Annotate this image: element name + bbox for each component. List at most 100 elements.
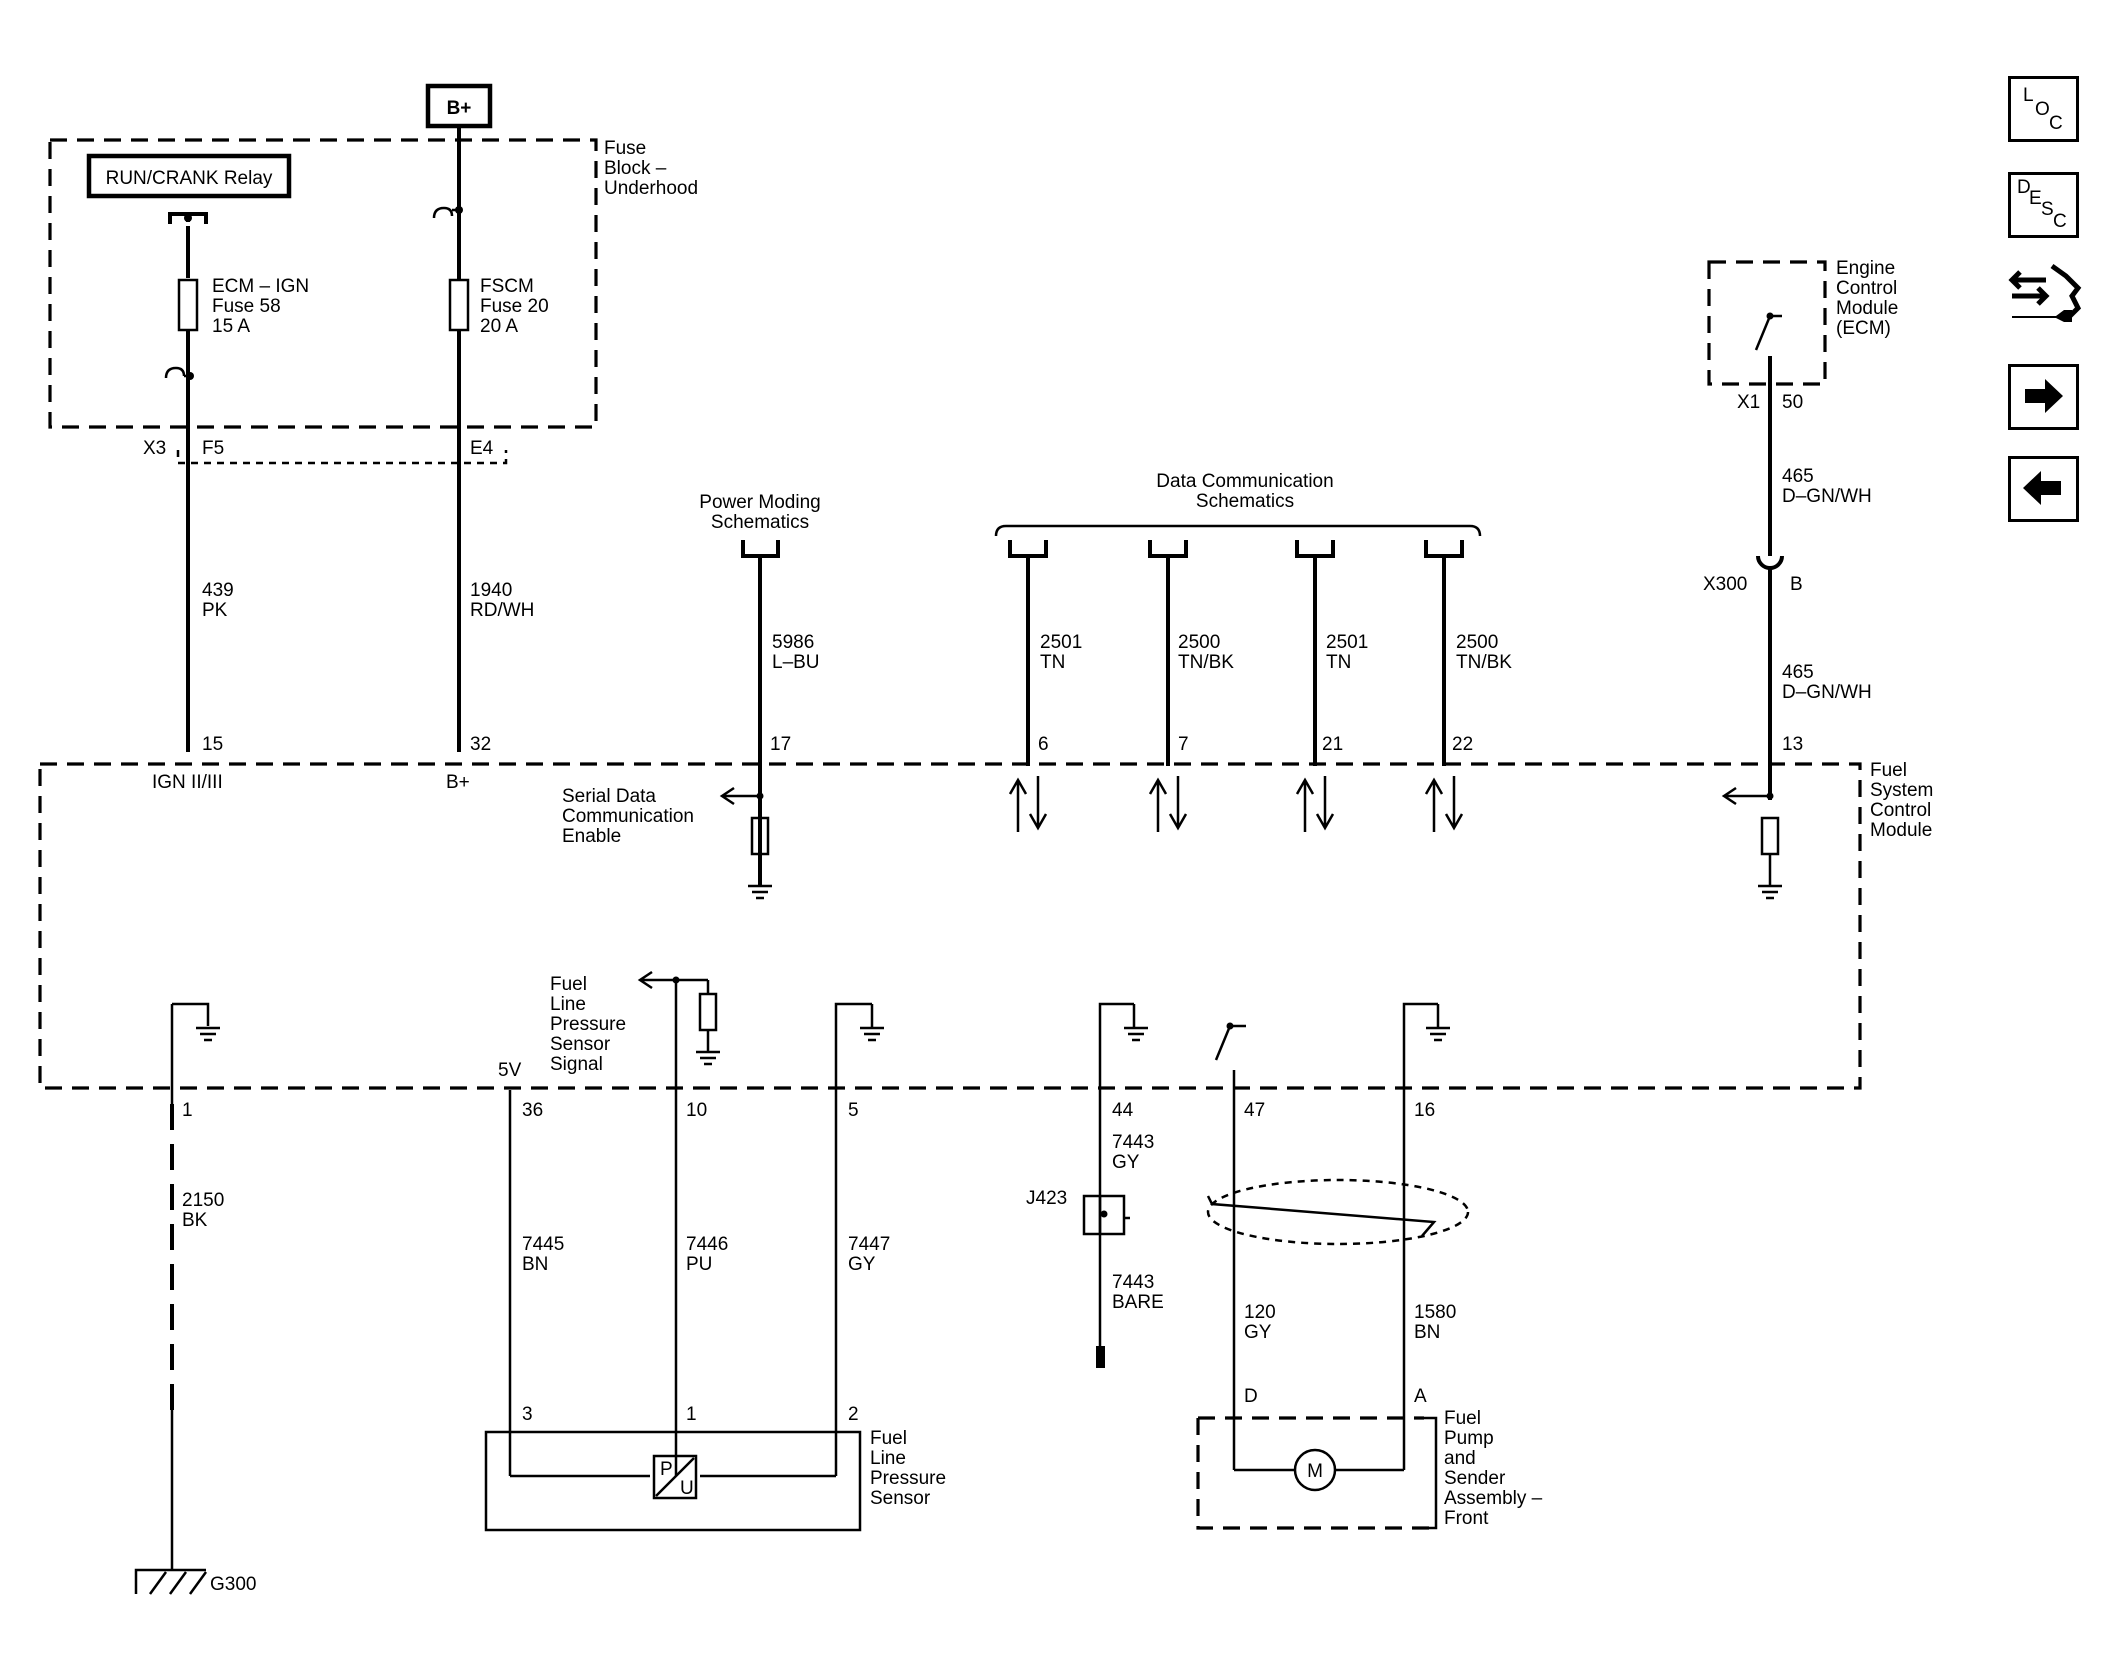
ecm-box: [1707, 260, 1827, 386]
connector-wrench-icon: [2008, 263, 2082, 322]
shield-drain-icon: [1124, 1195, 1437, 1237]
fuel-pump-motor-icon: [1293, 1448, 1337, 1492]
relay-contact-dot: [184, 214, 192, 222]
pin-17: 17: [770, 734, 791, 755]
x300-connector-icon: [1756, 555, 1784, 570]
ecm-input-ground-icon: [1758, 884, 1782, 900]
pump-pin-a: A: [1414, 1386, 1427, 1407]
pin-47-label: 47: [1244, 1100, 1265, 1121]
loc-button[interactable]: L O C: [2008, 76, 2079, 142]
flps-resistor-icon: [698, 992, 718, 1032]
data-arrows-21: [1295, 776, 1335, 832]
desc-button[interactable]: D E S C: [2008, 172, 2079, 238]
internal-ground-44-icon: [1124, 1004, 1148, 1042]
svg-text:C: C: [2053, 211, 2067, 232]
desc-icon: D E S C: [2017, 177, 2067, 232]
svg-text:S: S: [2041, 199, 2054, 220]
flps-ground-icon: [696, 1050, 720, 1066]
fuse-58-icon: [177, 278, 199, 332]
pin-13: 13: [1782, 734, 1803, 755]
pin-7: 7: [1178, 734, 1189, 755]
relay-label: RUN/CRANK Relay: [106, 168, 273, 189]
pin-44-label: 44: [1112, 1100, 1134, 1121]
serial-ground-icon: [748, 884, 772, 900]
pin-36-label: 36: [522, 1100, 543, 1121]
sensor-symbol-p: P: [660, 1459, 673, 1480]
relay-box: [86, 153, 292, 199]
pin-5-label: 5: [848, 1100, 859, 1121]
data-arrows-7: [1148, 776, 1188, 832]
x3-connector: [176, 450, 508, 465]
arrow-left-icon: [2023, 471, 2061, 505]
svg-text:E: E: [2029, 188, 2042, 209]
drain-wire-end: [1096, 1346, 1105, 1368]
pump-pin-d: D: [1244, 1386, 1258, 1407]
sensor-symbol-u: U: [680, 1478, 694, 1499]
sensor-pin-1: 1: [686, 1404, 697, 1425]
pin-22: 22: [1452, 734, 1473, 755]
data-arrows-6: [1008, 776, 1048, 832]
serial-arrow-icon: [719, 786, 760, 806]
pin-21: 21: [1322, 734, 1343, 755]
pump-assembly-bracket: [1424, 1416, 1438, 1530]
pin-50-label: 50: [1782, 392, 1803, 413]
shield-ellipse: [1206, 1178, 1470, 1246]
pin-1-label: 1: [182, 1100, 193, 1121]
pin-10-label: 10: [686, 1100, 707, 1121]
bplus-pin-label: B+: [446, 772, 470, 793]
pressure-sensor-icon: [652, 1454, 698, 1500]
bplus-top-label: B+: [447, 98, 472, 119]
pin-b-label: B: [1790, 574, 1803, 595]
svg-text:C: C: [2049, 113, 2063, 134]
pin-32: 32: [470, 734, 491, 755]
data-arrows-22: [1424, 776, 1464, 832]
internal-ground-16-icon: [1426, 1004, 1450, 1042]
pin-15: 15: [202, 734, 223, 755]
x1-label: X1: [1737, 392, 1760, 413]
j423-splice-box: [1082, 1194, 1126, 1236]
j423-label: J423: [1026, 1188, 1067, 1209]
connector-wrench-button[interactable]: [2006, 258, 2082, 338]
pin-6: 6: [1038, 734, 1049, 755]
pin-16-label: 16: [1414, 1100, 1435, 1121]
svg-text:L: L: [2023, 85, 2034, 106]
pin-e4-label: E4: [470, 438, 494, 459]
ecm-input-resistor-icon: [1760, 816, 1780, 856]
ecm-input-arrow-icon: [1721, 786, 1770, 806]
internal-ground-5-icon: [860, 1004, 884, 1042]
pump-assembly-border: [1196, 1416, 1432, 1530]
prev-page-button[interactable]: [2008, 456, 2079, 522]
loc-icon: L O C: [2023, 85, 2063, 134]
x300-label: X300: [1703, 574, 1747, 595]
g300-ground-icon: [134, 1568, 208, 1595]
flps-sensor-box: [484, 1430, 862, 1532]
fuse-20-icon: [448, 278, 470, 332]
next-page-button[interactable]: [2008, 364, 2079, 430]
five-v-label: 5V: [498, 1060, 522, 1081]
ecm-switch-icon: [1754, 314, 1782, 351]
